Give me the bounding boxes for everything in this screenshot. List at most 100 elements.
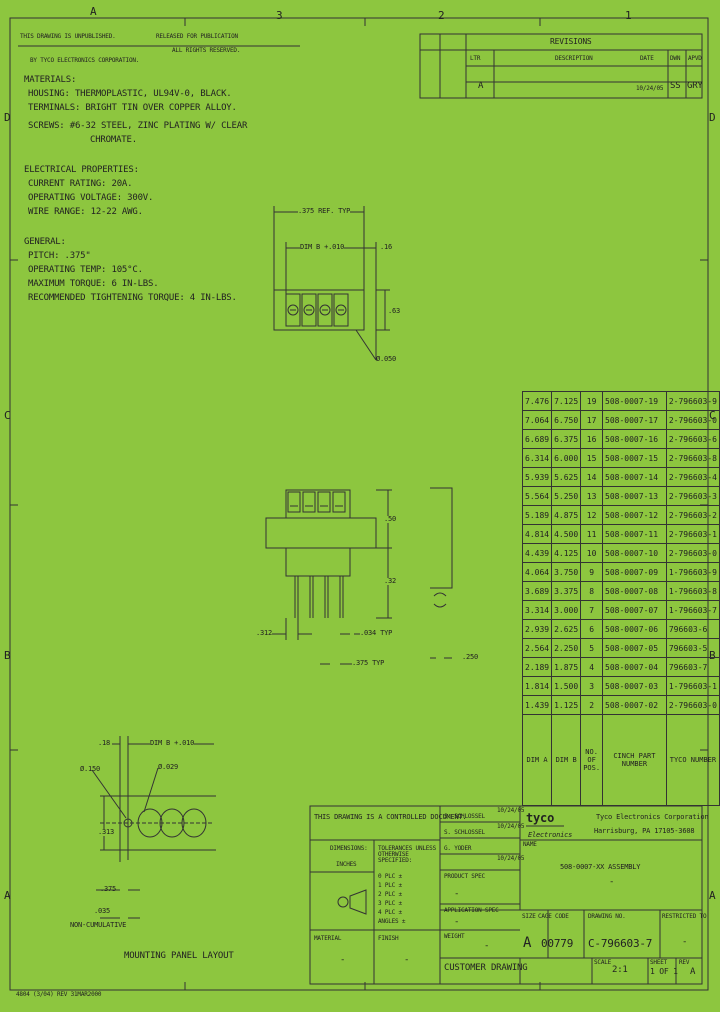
table-cell: 6.375 [551,429,582,449]
grid-top-1: A [90,5,97,18]
rev-row-date: 10/24/05 [636,85,664,92]
finish-label: FINISH [378,935,399,942]
weight-value: - [484,941,490,951]
customer-drawing: CUSTOMER DRAWING [444,963,528,973]
electrical-title: ELECTRICAL PROPERTIES: [24,165,139,175]
rev-col-dwn: DWN [670,55,681,62]
table-cell: 3.375 [551,581,582,601]
tol-row: 3 PLC ± [378,900,402,907]
table-cell: 4.814 [521,524,553,544]
table-cell: 508-0007-08 [602,581,667,601]
table-cell: 19 [580,391,604,411]
table-cell: 13 [580,486,604,506]
table-cell: 5.939 [521,467,553,487]
dim-375b: .375 [100,885,117,893]
table-cell: 2-796603-4 [665,467,720,487]
checked-by: S. SCHLOSSEL [444,829,485,836]
form-footer: 4804 (3/04) REV 31MAR2000 [16,991,102,998]
table-cell: 6 [580,619,604,639]
scale-label: SCALE [594,959,612,966]
table-cell: 2-796603-2 [665,505,720,525]
table-cell: 6.689 [521,429,553,449]
materials-line: TERMINALS: BRIGHT TIN OVER COPPER ALLOY. [28,103,237,113]
cage-label: CAGE CODE [538,913,569,920]
header-released: RELEASED FOR PUBLICATION [156,33,238,40]
dim-050: Ø.050 [376,355,397,363]
dim-250: .250 [462,653,479,661]
table-cell: 9 [580,562,604,582]
dim-032: .32 [384,577,397,585]
table-cell: 1-796603-8 [665,581,720,601]
col-positions: NO. OF POS. [580,714,604,806]
tol-row: 0 PLC ± [378,873,402,880]
table-cell: 2 [580,695,604,715]
table-cell: 3.750 [551,562,582,582]
header-unpublished: THIS DRAWING IS UNPUBLISHED. [20,33,116,40]
table-cell: 5.564 [521,486,553,506]
dim-029: Ø.029 [158,763,179,771]
table-cell: 7.476 [521,391,553,411]
product-spec-value: - [454,889,460,899]
drawn-by: S. SCHLOSSEL [444,813,485,820]
header-rights: ALL RIGHTS RESERVED. [172,47,241,54]
table-cell: 508-0007-03 [602,676,667,696]
table-cell: 508-0007-07 [602,600,667,620]
dimensions-label: DIMENSIONS: [330,845,368,852]
tol-row: 4 PLC ± [378,909,402,916]
table-cell: 4.125 [551,543,582,563]
table-cell: 3.314 [521,600,553,620]
table-cell: 3.689 [521,581,553,601]
table-cell: 508-0007-19 [602,391,667,411]
table-cell: 3.000 [551,600,582,620]
table-cell: 2-796603-9 [665,391,720,411]
rev-row-ltr: A [478,81,484,91]
dim-050b: .50 [384,515,397,523]
name-dash: - [609,877,615,887]
tyco-logo: tyco [526,811,555,825]
col-dim-a: DIM A [521,714,553,806]
drawing-number: C-796603-7 [588,937,653,950]
cage-value: 00779 [541,937,574,950]
table-cell: 7.125 [551,391,582,411]
electrical-line: CURRENT RATING: 20A. [28,179,133,189]
general-line: RECOMMENDED TIGHTENING TORQUE: 4 IN-LBS. [28,293,237,303]
table-cell: 16 [580,429,604,449]
table-cell: 12 [580,505,604,525]
tol-row: 1 PLC ± [378,882,402,889]
table-cell: 508-0007-05 [602,638,667,658]
drawing-no-label: DRAWING NO. [588,913,626,920]
table-cell: 2-796603-8 [665,448,720,468]
materials-line: CHROMATE. [90,135,137,145]
table-cell: 1.814 [521,676,553,696]
table-cell: 2-796603-3 [665,486,720,506]
table-cell: 2.625 [551,619,582,639]
grid-side-2: C [4,409,11,422]
electrical-line: WIRE RANGE: 12-22 AWG. [28,207,143,217]
table-cell: 508-0007-02 [602,695,667,715]
grid-side-4r: A [709,889,716,902]
grid-top-4: 1 [625,9,632,22]
table-cell: 796603-6 [665,619,720,639]
table-cell: 508-0007-16 [602,429,667,449]
grid-top-2: 3 [276,9,283,22]
table-cell: 2.939 [521,619,553,639]
dim-035: .035 [94,907,111,915]
weight-label: WEIGHT [444,933,465,940]
material-label: MATERIAL [314,935,342,942]
general-line: OPERATING TEMP: 105°C. [28,265,143,275]
table-cell: 1-796603-9 [665,562,720,582]
dim-150: Ø.150 [80,765,101,773]
dim-313: .313 [98,828,115,836]
table-cell: 6.314 [521,448,553,468]
table-cell: 2-796603-0 [665,410,720,430]
table-cell: 4 [580,657,604,677]
table-cell: 10 [580,543,604,563]
